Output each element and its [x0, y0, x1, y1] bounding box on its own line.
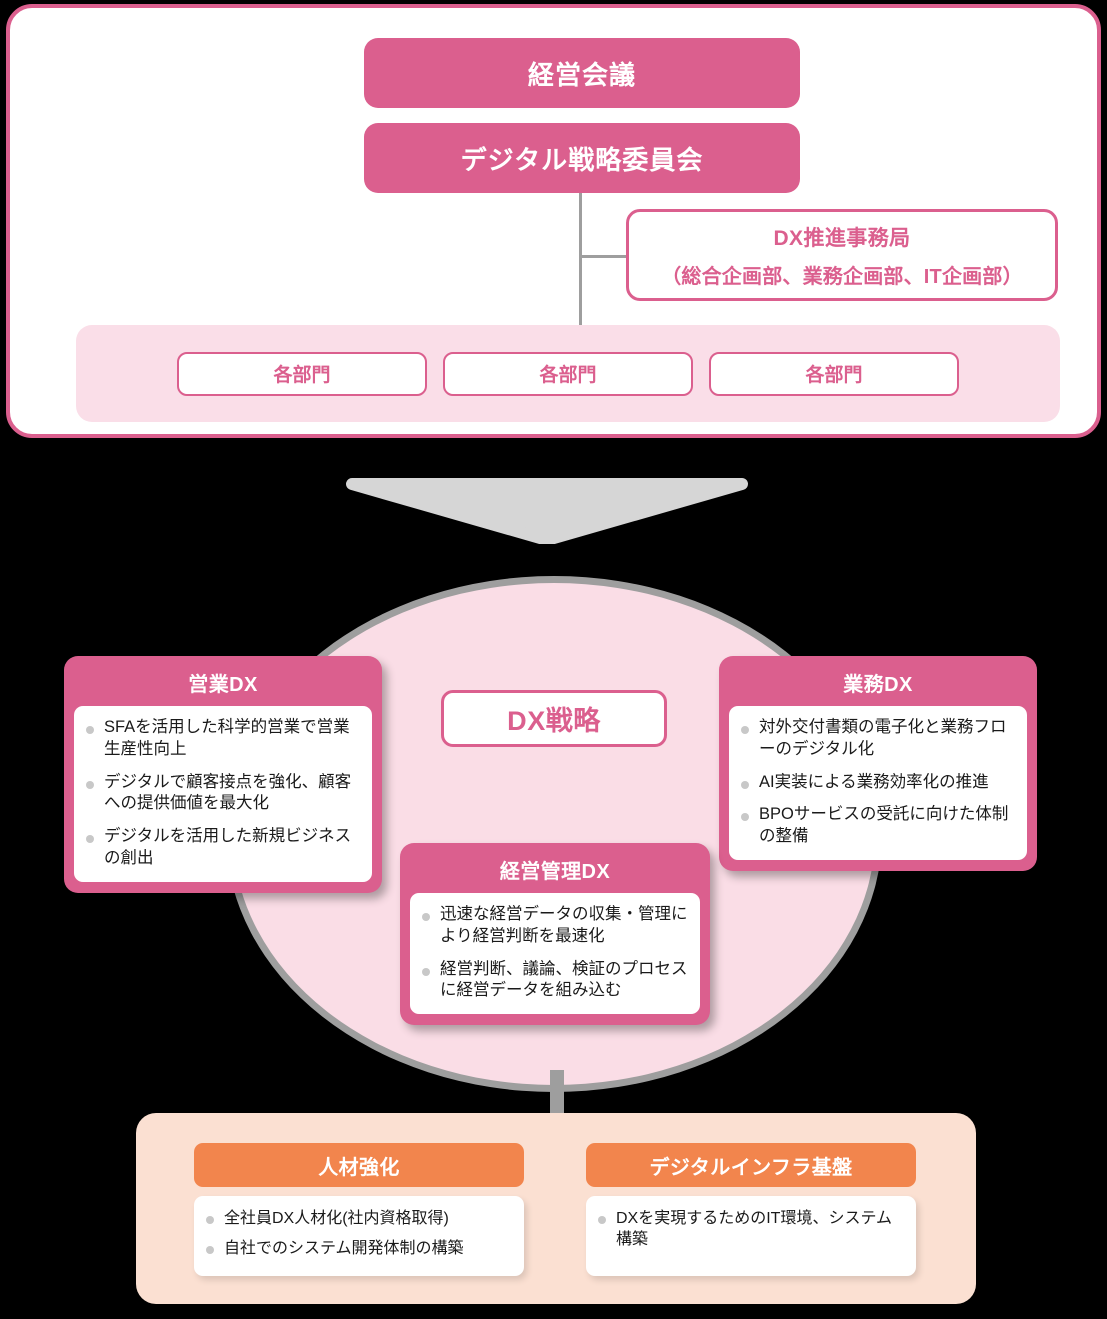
pillar-card-sales-dx: 営業DX SFAを活用した科学的営業で営業生産性向上 デジタルで顧客接点を強化、… — [64, 656, 382, 893]
pillar-title-operations-dx: 業務DX — [843, 674, 913, 696]
dx-promotion-office-box: DX推進事務局 （総合企画部、業務企画部、IT企画部） — [626, 209, 1058, 301]
dx-office-subtitle: （総合企画部、業務企画部、IT企画部） — [661, 265, 1023, 288]
pillar-body-operations-dx: 対外交付書類の電子化と業務フローのデジタル化 AI実装による業務効率化の推進 B… — [729, 706, 1027, 860]
pillar-body-management-dx: 迅速な経営データの収集・管理により経営判断を最速化 経営判断、議論、検証のプロセ… — [410, 893, 700, 1015]
list-item: デジタルで顧客接点を強化、顧客への提供価値を最大化 — [82, 772, 360, 816]
governance-panel: 経営会議 デジタル戦略委員会 DX推進事務局 （総合企画部、業務企画部、IT企画… — [6, 4, 1101, 438]
list-item: AI実装による業務効率化の推進 — [737, 772, 1015, 794]
list-item: 対外交付書類の電子化と業務フローのデジタル化 — [737, 717, 1015, 761]
department-box-2: 各部門 — [443, 351, 693, 396]
list-item: 経営判断、議論、検証のプロセスに経営データを組み込む — [418, 959, 688, 1003]
foundation-body-talent: 全社員DX人材化(社内資格取得) 自社でのシステム開発体制の構築 — [194, 1196, 524, 1276]
foundation-column-talent: 人材強化 全社員DX人材化(社内資格取得) 自社でのシステム開発体制の構築 — [194, 1143, 524, 1276]
list-item: SFAを活用した科学的営業で営業生産性向上 — [82, 717, 360, 761]
list-item: BPOサービスの受託に向けた体制の整備 — [737, 804, 1015, 848]
department-box-3: 各部門 — [709, 351, 959, 396]
pillar-body-sales-dx: SFAを活用した科学的営業で営業生産性向上 デジタルで顧客接点を強化、顧客への提… — [74, 706, 372, 882]
list-item: 全社員DX人材化(社内資格取得) — [202, 1208, 512, 1229]
list-item: 迅速な経営データの収集・管理により経営判断を最速化 — [418, 904, 688, 948]
foundation-title-talent: 人材強化 — [194, 1143, 524, 1187]
list-item: デジタルを活用した新規ビジネスの創出 — [82, 826, 360, 870]
pillar-card-operations-dx: 業務DX 対外交付書類の電子化と業務フローのデジタル化 AI実装による業務効率化… — [719, 656, 1037, 871]
connector-vertical-line — [579, 193, 582, 328]
pillar-title-sales-dx: 営業DX — [188, 674, 258, 696]
connector-horizontal-line — [579, 255, 629, 258]
foundation-title-infrastructure: デジタルインフラ基盤 — [586, 1143, 916, 1187]
foundation-body-infrastructure: DXを実現するためのIT環境、システム構築 — [586, 1196, 916, 1276]
dx-strategy-core-label: DX戦略 — [441, 690, 667, 747]
arrow-down-icon — [346, 478, 748, 544]
departments-band: 各部門 各部門 各部門 — [76, 325, 1060, 422]
list-item: DXを実現するためのIT環境、システム構築 — [594, 1208, 904, 1251]
department-box-1: 各部門 — [177, 351, 427, 396]
digital-strategy-committee-box: デジタル戦略委員会 — [364, 123, 800, 193]
dx-office-title: DX推進事務局 — [773, 226, 911, 250]
list-item: 自社でのシステム開発体制の構築 — [202, 1238, 512, 1259]
foundation-panel: 人材強化 全社員DX人材化(社内資格取得) 自社でのシステム開発体制の構築 デジ… — [136, 1113, 976, 1304]
pillar-title-management-dx: 経営管理DX — [499, 861, 611, 883]
executive-meeting-box: 経営会議 — [364, 38, 800, 108]
foundation-column-infrastructure: デジタルインフラ基盤 DXを実現するためのIT環境、システム構築 — [586, 1143, 916, 1276]
pillar-card-management-dx: 経営管理DX 迅速な経営データの収集・管理により経営判断を最速化 経営判断、議論… — [400, 843, 710, 1026]
